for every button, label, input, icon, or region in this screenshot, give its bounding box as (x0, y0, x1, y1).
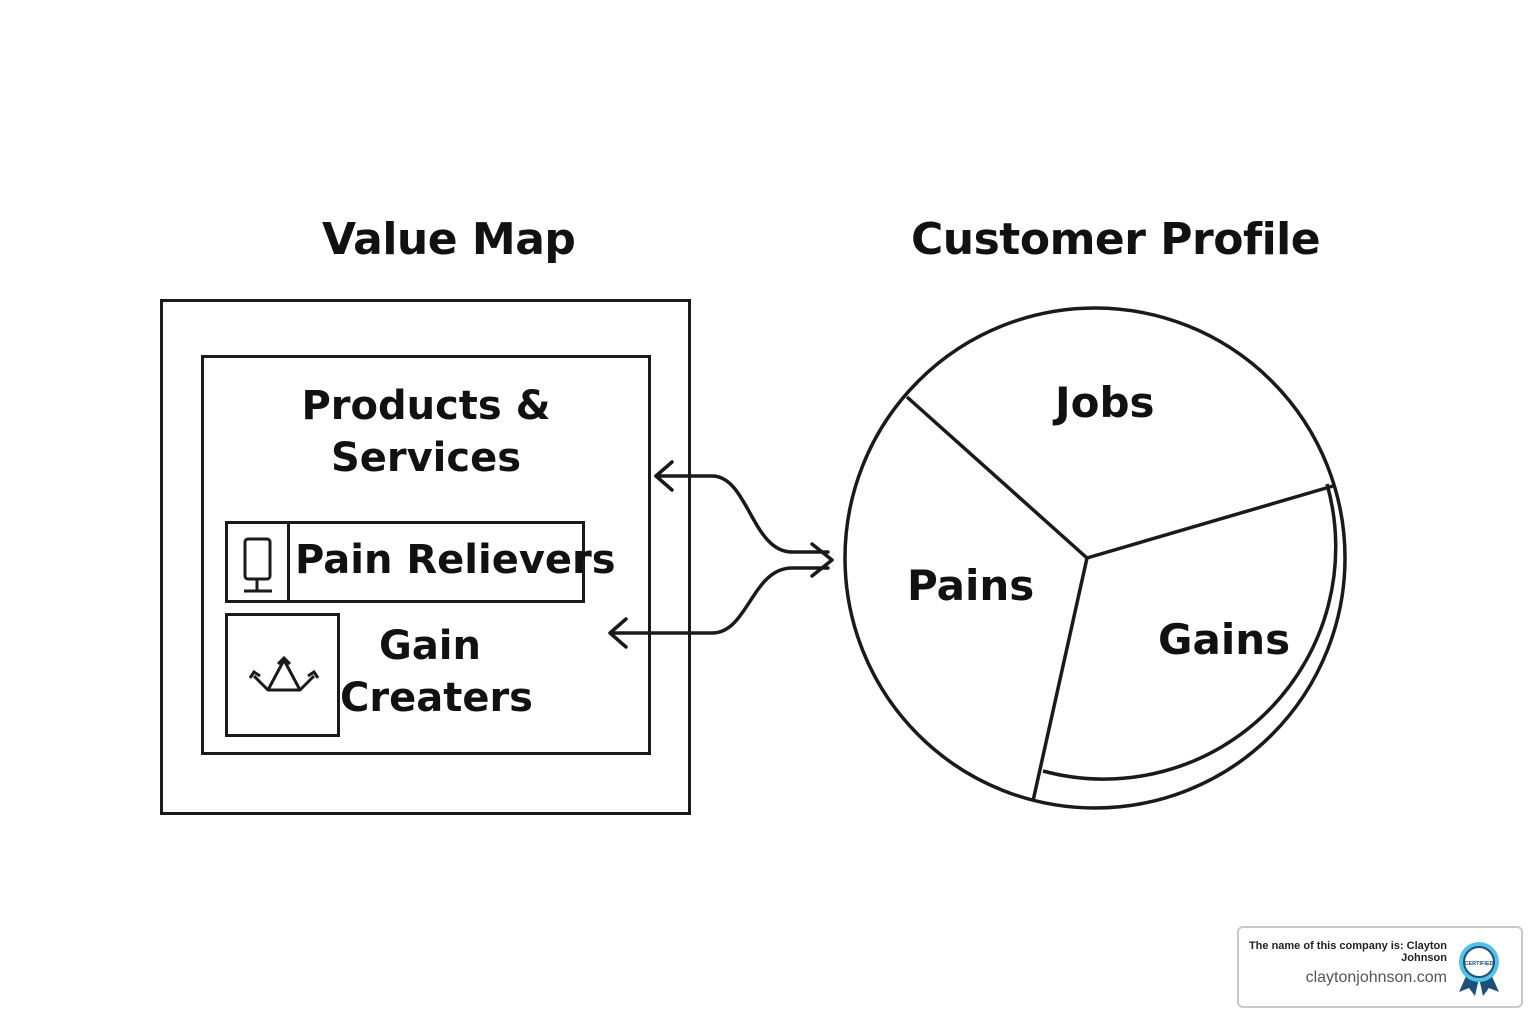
arrowhead-top (654, 460, 674, 492)
arrowhead-right (810, 542, 834, 578)
value-map-outer-box (160, 299, 691, 815)
gains-segment-edge (1042, 483, 1338, 781)
pain-relievers-label: Pain Relievers (295, 537, 616, 583)
gain-creators-icon-box (225, 613, 340, 737)
value-map-title: Value Map (322, 214, 576, 265)
pain-relievers-box (225, 521, 585, 603)
seal-text: CERTIFIED (1464, 961, 1493, 967)
divider-jobs-pains (905, 395, 1089, 560)
arrowhead-bottom (608, 617, 628, 649)
gain-creators-line2: Creaters (340, 675, 533, 721)
divider-pains-gains (1031, 557, 1089, 802)
products-services-box (201, 355, 651, 755)
certified-seal-icon: CERTIFIED (1459, 942, 1499, 996)
segment-label-jobs: Jobs (1055, 378, 1155, 427)
badge-company-name: The name of this company is: Clayton Joh… (1248, 940, 1447, 964)
gain-creators-label: Gain Creaters (340, 620, 533, 724)
sign-icon (243, 537, 272, 593)
connector-bottom (610, 566, 830, 635)
badge-website-link[interactable]: claytonjohnson.com (1305, 969, 1447, 986)
segment-label-gains: Gains (1158, 615, 1291, 664)
products-services-label: Products & Services (296, 380, 556, 484)
divider-jobs-gains (1086, 484, 1334, 560)
company-badge[interactable]: The name of this company is: Clayton Joh… (1237, 926, 1523, 1008)
connector-top (654, 474, 830, 554)
customer-profile-circle (843, 306, 1347, 810)
products-label-line2: Services (330, 435, 522, 481)
segment-label-pains: Pains (907, 561, 1035, 610)
gain-creators-line1: Gain (378, 623, 481, 669)
products-label-line1: Products & (301, 383, 551, 429)
customer-profile-title: Customer Profile (911, 214, 1321, 265)
pain-relievers-icon-cell (228, 524, 290, 600)
crown-arrows-icon (248, 655, 320, 692)
